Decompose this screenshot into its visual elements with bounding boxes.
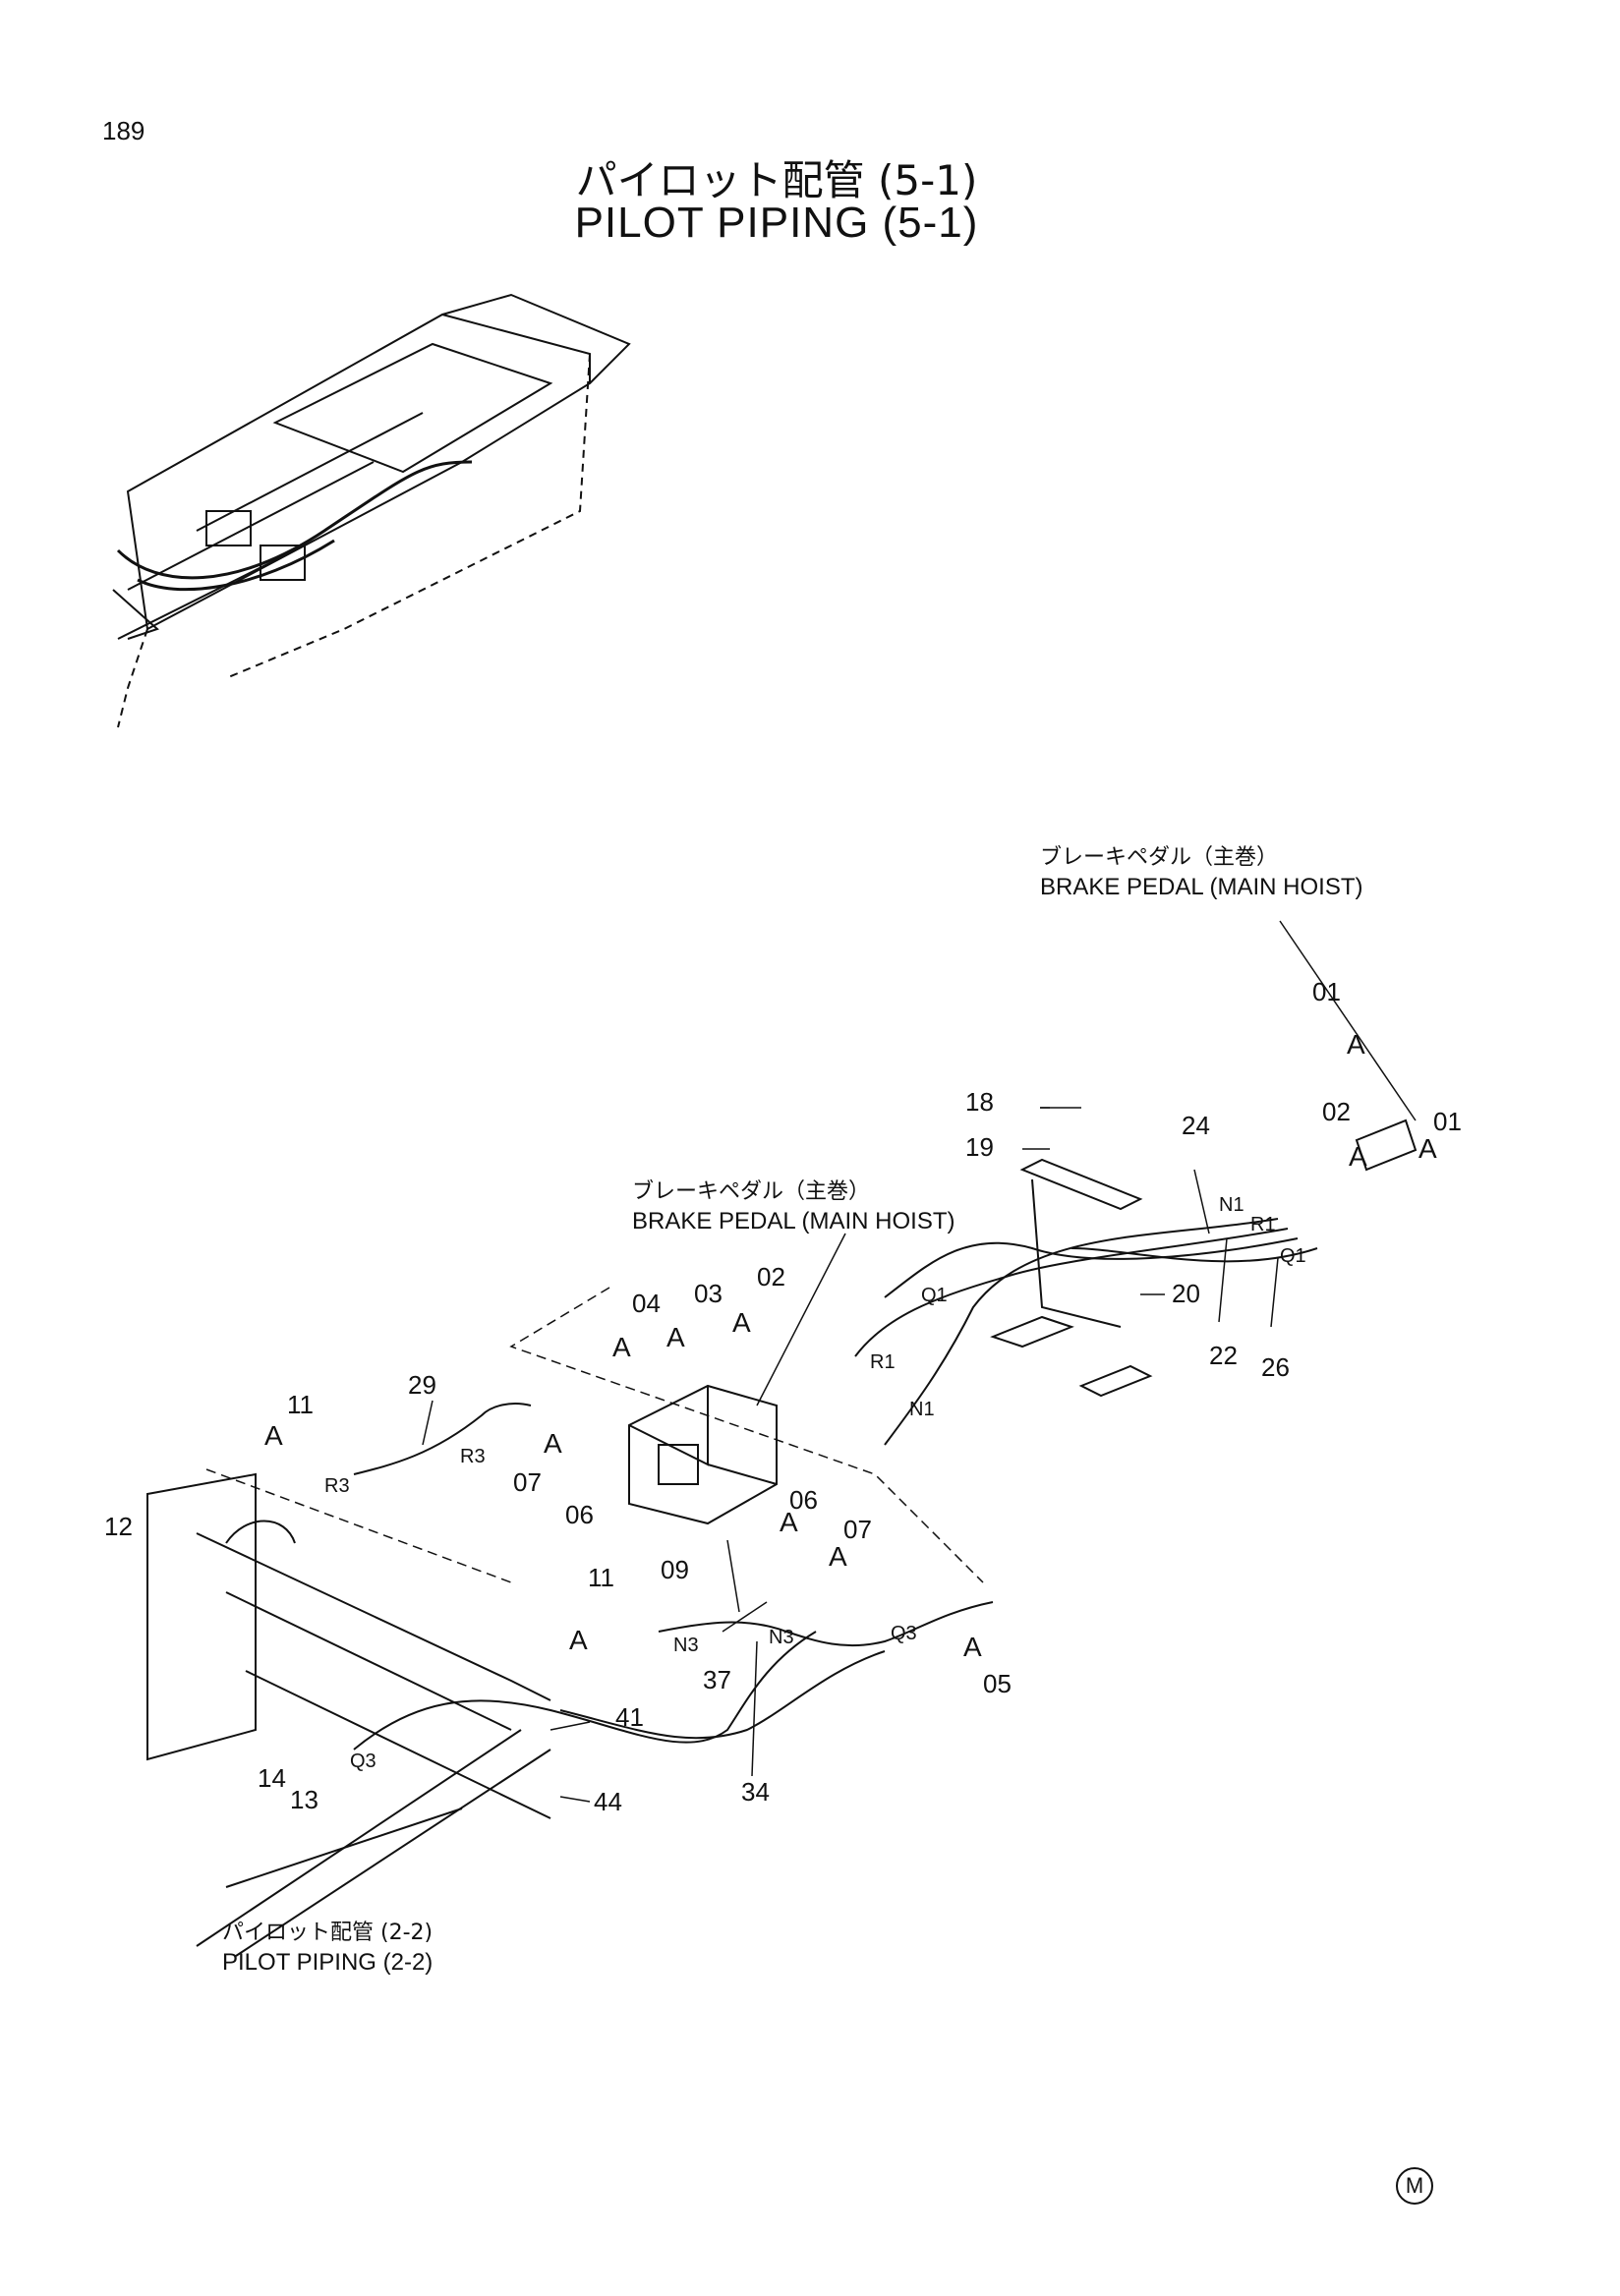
callout-brake-pedal-top-jp: ブレーキペダル（主巻） — [1040, 845, 1279, 870]
part-number-label: 44 — [594, 1787, 622, 1816]
view-a-marker: A — [780, 1507, 798, 1537]
port-label: Q3 — [350, 1751, 376, 1772]
part-number-label: 22 — [1209, 1341, 1238, 1370]
part-number-label: 06 — [789, 1485, 818, 1515]
part-number-label: 05 — [983, 1669, 1012, 1698]
part-number-label: 14 — [258, 1763, 286, 1793]
callout-brake-pedal-mid: ブレーキペダル（主巻） BRAKE PEDAL (MAIN HOIST) — [632, 1177, 955, 1236]
part-number-label: 07 — [843, 1515, 872, 1544]
part-number-label: 01 — [1433, 1107, 1462, 1136]
part-number-label: 03 — [694, 1279, 723, 1308]
port-label: Q1 — [1280, 1245, 1306, 1267]
port-label: N3 — [673, 1635, 699, 1656]
corner-mark: M — [1396, 2167, 1433, 2205]
part-number-label: 34 — [741, 1777, 770, 1807]
part-number-label: 13 — [290, 1785, 318, 1814]
pedal-bracket — [990, 1119, 1418, 1398]
frame-assembly — [146, 1472, 551, 1957]
part-number-label: 02 — [1322, 1097, 1351, 1126]
callout-brake-pedal-mid-jp: ブレーキペダル（主巻） — [632, 1179, 871, 1204]
part-number-label: 24 — [1182, 1111, 1210, 1140]
part-number-label: 19 — [965, 1132, 994, 1162]
view-a-marker: A — [1418, 1133, 1437, 1164]
part-number-label: 41 — [615, 1702, 644, 1732]
part-number-label: 09 — [661, 1555, 689, 1584]
part-number-label: 20 — [1172, 1279, 1200, 1308]
part-number-label: 11 — [588, 1563, 614, 1592]
view-a-marker: A — [264, 1420, 283, 1451]
callout-brake-pedal-top-en: BRAKE PEDAL (MAIN HOIST) — [1040, 874, 1363, 900]
view-a-marker: A — [829, 1541, 847, 1572]
view-a-marker: A — [732, 1307, 751, 1338]
part-number-label: 06 — [565, 1500, 594, 1529]
view-a-marker: A — [963, 1632, 982, 1662]
callout-pilot-piping-ref-en: PILOT PIPING (2-2) — [222, 1949, 434, 1976]
port-label: Q1 — [921, 1285, 948, 1306]
view-a-markers: A A A A A A A A A A A A — [264, 1029, 1437, 1662]
port-label: R1 — [870, 1351, 896, 1373]
port-label: R3 — [460, 1446, 486, 1467]
part-number-labels: 01 01 02 02 03 04 05 06 06 07 07 09 11 1… — [104, 977, 1462, 1816]
view-a-marker: A — [612, 1332, 631, 1362]
callout-brake-pedal-mid-en: BRAKE PEDAL (MAIN HOIST) — [632, 1208, 955, 1234]
part-number-label: 07 — [513, 1467, 542, 1497]
view-a-marker: A — [1349, 1141, 1367, 1172]
page-title-jp: パイロット配管 (5-1) — [575, 156, 978, 204]
part-number-label: 29 — [408, 1370, 436, 1400]
part-number-label: 02 — [757, 1262, 785, 1292]
part-number-label: 04 — [632, 1289, 661, 1318]
port-label: N1 — [1219, 1194, 1244, 1216]
page-number: 189 — [102, 116, 145, 145]
view-a-marker: A — [544, 1428, 562, 1459]
part-number-label: 26 — [1261, 1352, 1290, 1382]
port-label: Q3 — [891, 1623, 917, 1644]
port-label: R3 — [324, 1475, 350, 1497]
port-label: N3 — [769, 1627, 794, 1648]
port-label: R1 — [1250, 1214, 1276, 1235]
pilot-valve-block — [628, 1384, 778, 1525]
view-a-marker: A — [1347, 1029, 1365, 1060]
part-number-label: 18 — [965, 1087, 994, 1117]
part-number-label: 01 — [1312, 977, 1341, 1006]
cab-floor-illustration — [112, 293, 631, 728]
part-number-label: 37 — [703, 1665, 731, 1694]
view-a-marker: A — [666, 1322, 685, 1352]
view-a-dashed-boxes — [205, 1287, 984, 1583]
part-number-label: 12 — [104, 1512, 133, 1541]
part-number-label: 11 — [287, 1390, 314, 1419]
port-label: N1 — [909, 1399, 935, 1420]
page-title-en: PILOT PIPING (5-1) — [574, 199, 979, 247]
port-labels: N1 R1 Q1 Q1 R1 N1 R3 R3 N3 N3 Q3 Q3 — [324, 1194, 1306, 1772]
callout-brake-pedal-top: ブレーキペダル（主巻） BRAKE PEDAL (MAIN HOIST) — [1040, 843, 1363, 902]
view-a-marker: A — [569, 1625, 588, 1655]
leader-lines — [422, 920, 1417, 1803]
